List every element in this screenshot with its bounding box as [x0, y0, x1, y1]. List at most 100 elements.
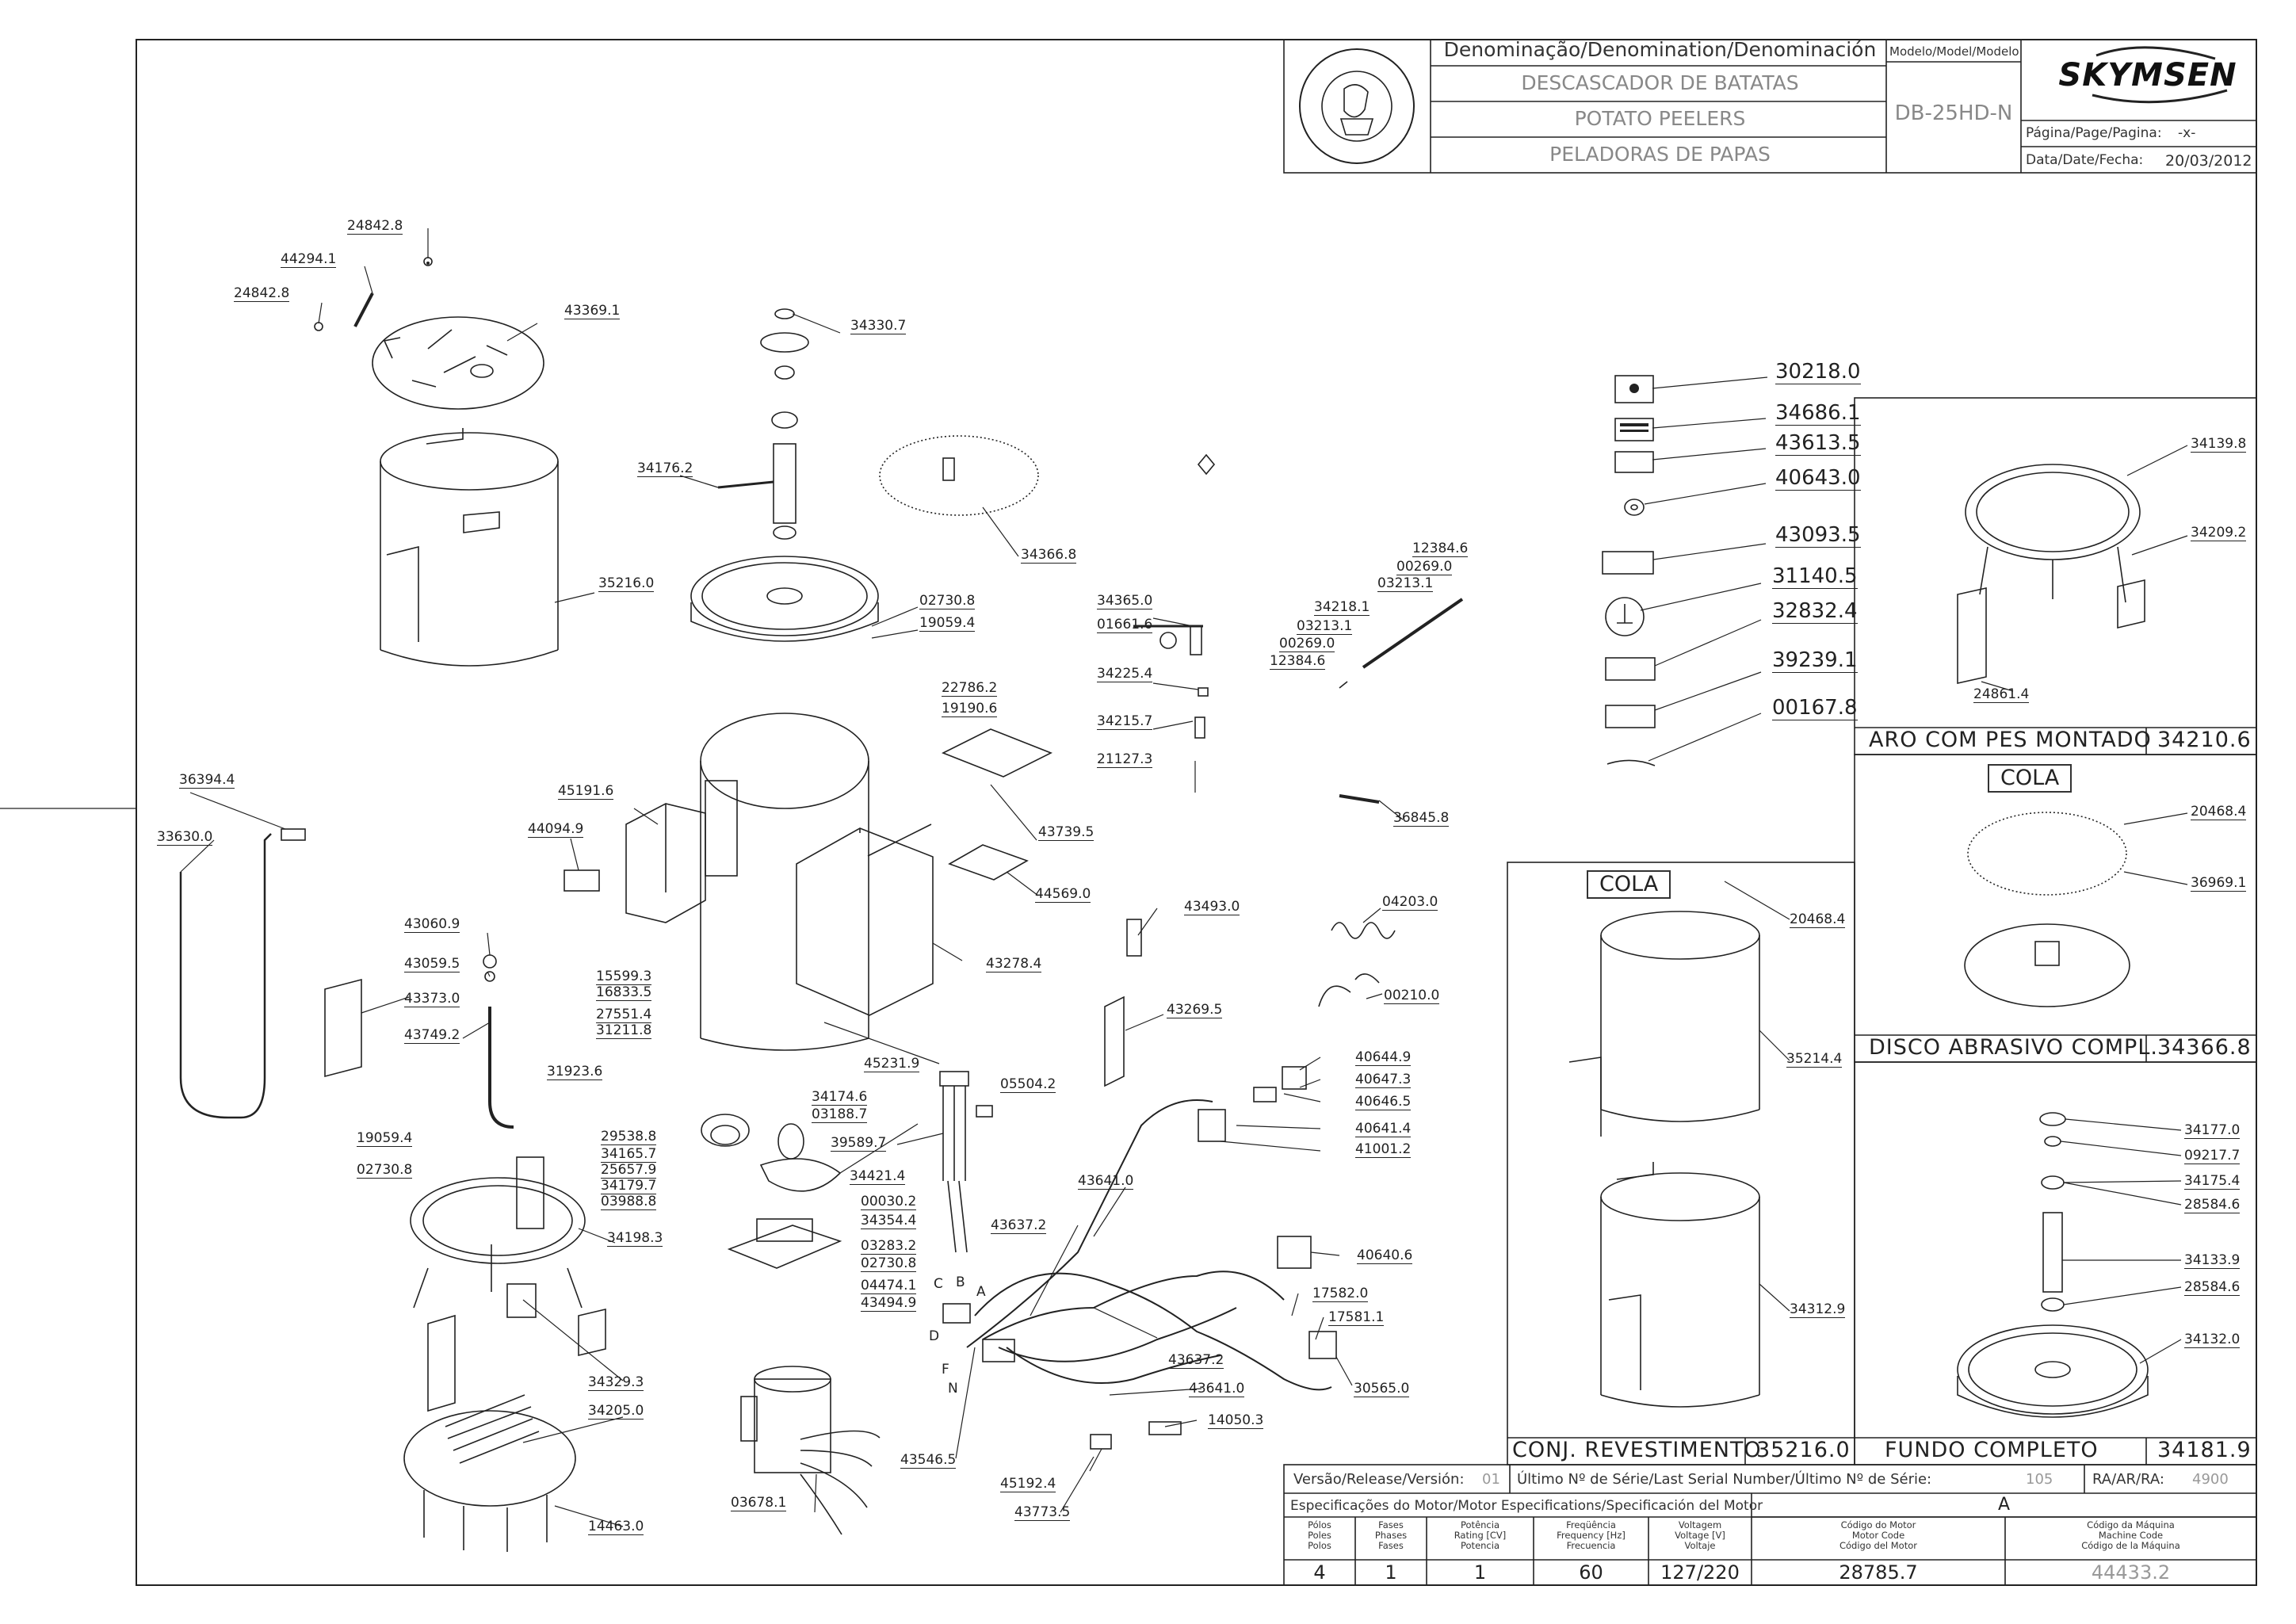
part-label: 02730.8	[861, 1255, 917, 1272]
part-label: 44094.9	[528, 821, 584, 838]
part-label: 34225.4	[1097, 666, 1153, 682]
part-label: 03988.8	[601, 1194, 657, 1210]
wire-letter-f: F	[942, 1362, 949, 1378]
part-label: 02730.8	[919, 593, 976, 609]
fundo-code: 34181.9	[2157, 1438, 2252, 1462]
part-label: 05504.2	[1000, 1076, 1056, 1093]
aro-code: 34210.6	[2157, 728, 2252, 752]
part-label: 03188.7	[812, 1106, 868, 1123]
motor-variant: A	[1997, 1495, 2011, 1515]
part-label: 30565.0	[1354, 1381, 1410, 1397]
frequency-value: 60	[1579, 1561, 1603, 1584]
part-label: 32832.4	[1772, 599, 1858, 624]
part-label: 34132.0	[2184, 1332, 2241, 1348]
part-label: 36969.1	[2191, 875, 2247, 892]
col-header-frequency: Freqüência Frequency [Hz] Frecuencia	[1557, 1519, 1626, 1551]
col-header-voltage: Voltagem Voltage [V] Voltaje	[1675, 1519, 1725, 1551]
wire-letter-n: N	[948, 1381, 958, 1397]
part-label: 34198.3	[607, 1230, 663, 1247]
part-label: 03213.1	[1377, 575, 1434, 592]
part-label: 34330.7	[850, 318, 907, 334]
part-label: 03213.1	[1297, 618, 1353, 635]
part-label: 40640.6	[1357, 1248, 1413, 1264]
page-value: -x-	[2178, 125, 2196, 141]
cola-label-revestimento: COLA	[1587, 870, 1671, 899]
part-label: 34421.4	[850, 1168, 906, 1185]
brand-logo: SKYMSEN	[2058, 57, 2237, 94]
part-label: 31140.5	[1772, 564, 1858, 589]
part-label: 00167.8	[1772, 696, 1858, 720]
part-label: 41001.2	[1355, 1141, 1412, 1158]
part-label: 04474.1	[861, 1278, 917, 1294]
part-label: 14463.0	[588, 1519, 644, 1535]
part-label: 35216.0	[598, 575, 655, 592]
part-label: 31211.8	[596, 1022, 652, 1039]
part-label: 25657.9	[601, 1162, 657, 1179]
cola-label-disco: COLA	[1988, 764, 2073, 793]
product-name-pt: DESCASCADOR DE BATATAS	[1521, 71, 1799, 94]
ra-label: RA/AR/RA:	[2092, 1471, 2164, 1488]
part-label: 19059.4	[919, 615, 976, 632]
part-label: 34329.3	[588, 1374, 644, 1391]
machine-code-value: 44433.2	[2091, 1561, 2171, 1584]
part-label: 34177.0	[2184, 1122, 2241, 1139]
part-label: 36845.8	[1393, 810, 1450, 827]
serial-value: 105	[2026, 1471, 2053, 1488]
part-label: 29538.8	[601, 1129, 657, 1145]
part-label: 45191.6	[558, 783, 614, 800]
part-label: 43641.0	[1189, 1381, 1245, 1397]
part-label: 24842.8	[234, 285, 290, 302]
disco-title: DISCO ABRASIVO COMPL.	[1869, 1035, 2158, 1060]
part-label: 34365.0	[1097, 593, 1153, 609]
part-label: 44294.1	[281, 251, 337, 268]
part-label: 20468.4	[2191, 804, 2247, 820]
wire-letter-d: D	[929, 1328, 940, 1344]
part-label: 28584.6	[2184, 1197, 2241, 1213]
part-label: 31923.6	[547, 1064, 603, 1080]
part-label: 40641.4	[1355, 1121, 1412, 1137]
part-label: 03283.2	[861, 1238, 917, 1255]
part-label: 40646.5	[1355, 1094, 1412, 1110]
part-label: 40643.0	[1775, 466, 1861, 491]
part-label: 19059.4	[357, 1130, 413, 1147]
part-label: 00030.2	[861, 1194, 917, 1210]
revestimento-code: 35216.0	[1756, 1438, 1851, 1462]
part-label: 34174.6	[812, 1089, 868, 1106]
part-label: 04203.0	[1382, 894, 1438, 911]
part-label: 43269.5	[1167, 1002, 1223, 1018]
ra-value: 4900	[2192, 1471, 2229, 1488]
model-value: DB-25HD-N	[1894, 101, 2013, 125]
part-label: 03678.1	[731, 1495, 787, 1511]
part-label: 43093.5	[1775, 523, 1861, 548]
part-label: 15599.3	[596, 969, 652, 985]
model-label: Modelo/Model/Modelo	[1889, 44, 2019, 59]
part-label: 01661.6	[1097, 617, 1153, 633]
part-label: 34354.4	[861, 1213, 917, 1229]
fundo-title: FUNDO COMPLETO	[1885, 1438, 2099, 1462]
part-label: 12384.6	[1270, 653, 1326, 670]
part-label: 34165.7	[601, 1146, 657, 1163]
part-label: 34175.4	[2184, 1173, 2241, 1190]
denomination-label: Denominação/Denomination/Denominación	[1443, 38, 1877, 61]
part-label: 43369.1	[564, 303, 621, 319]
part-label: 40644.9	[1355, 1049, 1412, 1066]
motor-code-value: 28785.7	[1839, 1561, 1918, 1584]
part-label: 34686.1	[1775, 401, 1861, 426]
phases-value: 1	[1385, 1561, 1397, 1584]
wire-letter-b: B	[956, 1274, 965, 1290]
col-header-phases: Fases Phases Fases	[1374, 1519, 1408, 1551]
part-label: 12384.6	[1412, 541, 1469, 557]
part-label: 43637.2	[1168, 1352, 1224, 1369]
part-label: 17581.1	[1328, 1309, 1385, 1326]
part-label: 43641.0	[1078, 1173, 1134, 1190]
part-label: 43059.5	[404, 956, 460, 972]
product-name-es: PELADORAS DE PAPAS	[1549, 143, 1771, 166]
serial-label: Último Nº de Série/Last Serial Number/Úl…	[1517, 1471, 1932, 1488]
part-label: 34215.7	[1097, 713, 1153, 730]
col-header-machine-code: Código da Máquina Machine Code Código de…	[2081, 1519, 2180, 1551]
part-label: 34133.9	[2184, 1252, 2241, 1269]
page-label: Página/Page/Pagina:	[2026, 125, 2162, 141]
col-header-rating: Potência Rating [CV] Potencia	[1454, 1519, 1507, 1551]
part-label: 17582.0	[1312, 1286, 1369, 1302]
